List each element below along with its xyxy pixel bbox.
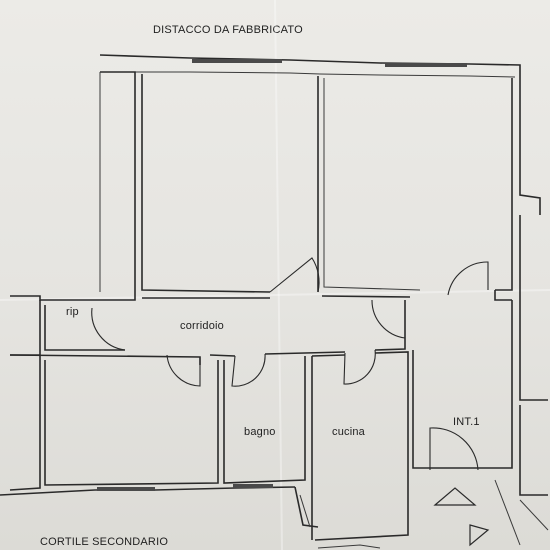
room-label-corridoio: corridoio bbox=[180, 320, 224, 332]
room-label-bagno: bagno bbox=[244, 426, 276, 438]
wall-lower-left-west bbox=[9, 355, 41, 491]
stair-arrow-icon bbox=[433, 487, 477, 506]
wall-int1 bbox=[412, 300, 513, 469]
wall-east-outer bbox=[519, 215, 548, 401]
wall-cucina-north bbox=[311, 354, 346, 357]
wall-rip-inner bbox=[44, 305, 125, 351]
window-bottom-left bbox=[97, 487, 155, 491]
wall-corridor-south-2 bbox=[209, 354, 236, 357]
door-bagno bbox=[231, 353, 266, 387]
wall-rip-west bbox=[10, 300, 41, 356]
balcony-rail bbox=[299, 494, 311, 528]
door-lower-left bbox=[166, 354, 201, 387]
wall-corridor-south-4 bbox=[374, 300, 406, 351]
stair-arrow-icon bbox=[469, 524, 490, 547]
window-top-right bbox=[385, 63, 467, 67]
door-rip bbox=[91, 307, 126, 351]
door-room-mid bbox=[269, 257, 320, 293]
outer-wall-top-inner bbox=[100, 71, 516, 78]
wall-corridor-south-3 bbox=[264, 351, 346, 355]
wall-east-lower bbox=[519, 405, 548, 496]
wall-cucina-east bbox=[314, 351, 409, 541]
balcony-edge bbox=[317, 544, 381, 549]
paper-fold bbox=[274, 0, 283, 550]
stair-line bbox=[519, 499, 549, 531]
room-label-cucina: cucina bbox=[332, 426, 365, 438]
door-room-right bbox=[447, 261, 489, 296]
wall-bagno bbox=[223, 356, 306, 484]
door-corridor-right bbox=[371, 299, 406, 339]
wall-corridor-north-right bbox=[321, 295, 411, 298]
wall-left-room bbox=[100, 71, 136, 292]
balcony-wall bbox=[294, 486, 319, 528]
stair-line bbox=[494, 479, 521, 546]
paper-fold bbox=[0, 289, 550, 301]
wall-corridor-south bbox=[9, 354, 201, 365]
wall-room-right bbox=[323, 78, 421, 291]
outer-wall-top bbox=[99, 54, 541, 215]
door-cucina bbox=[343, 349, 376, 385]
room-label-int1: INT.1 bbox=[453, 416, 480, 428]
door-int1 bbox=[429, 427, 479, 471]
wall-room-right-east bbox=[495, 78, 513, 291]
wall-lower-left-room bbox=[44, 360, 219, 486]
wall-corridor-east bbox=[494, 290, 512, 301]
window-bottom-bagno bbox=[233, 484, 273, 488]
footer-caption: CORTILE SECONDARIO bbox=[40, 536, 169, 548]
header-title: DISTACCO DA FABBRICATO bbox=[153, 24, 303, 36]
window-top-left bbox=[192, 59, 282, 63]
room-label-rip: rip bbox=[66, 306, 79, 318]
wall-room-mid bbox=[141, 74, 271, 293]
